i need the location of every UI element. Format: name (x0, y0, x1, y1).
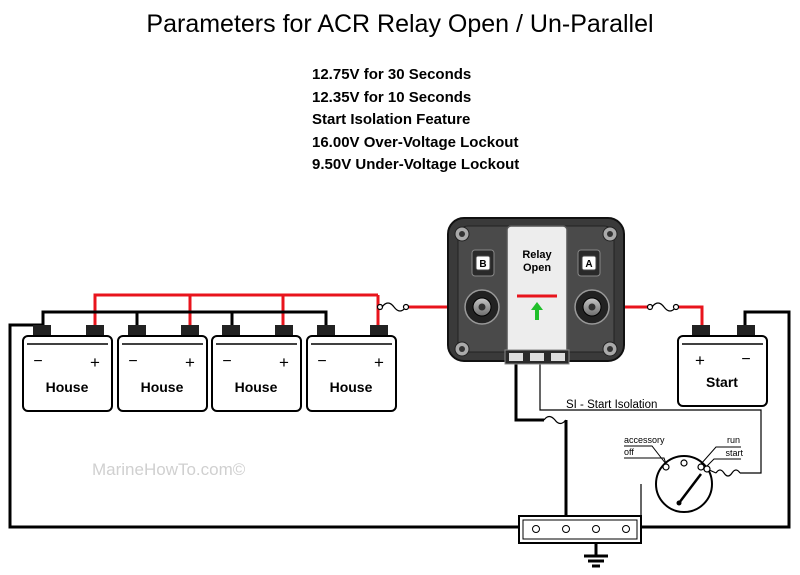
house-battery-2: − + House (117, 325, 208, 412)
parameter-item: 9.50V Under-Voltage Lockout (312, 156, 520, 173)
terminal-b-label: B (479, 259, 486, 270)
minus-symbol: − (741, 351, 750, 368)
start-negative-return (641, 310, 791, 529)
minus-symbol: − (317, 353, 326, 370)
house-battery-4: − + House (306, 325, 397, 412)
house-negative-return (8, 323, 519, 529)
si-label: SI - Start Isolation (566, 399, 657, 411)
battery-label: House (46, 379, 89, 395)
parameter-item: Start Isolation Feature (312, 111, 471, 128)
ignition-switch: accessory off run start (624, 435, 743, 513)
minus-symbol: − (128, 353, 137, 370)
acr-relay: Relay Open B A (447, 217, 625, 365)
battery-label: House (330, 379, 373, 395)
plus-symbol: + (374, 353, 384, 372)
minus-symbol: − (222, 353, 231, 370)
ignition-start-label: start (725, 448, 743, 458)
ignition-run-label: run (727, 435, 740, 445)
relay-ground-wire (514, 362, 568, 519)
parameter-item: 12.35V for 10 Seconds (312, 88, 472, 106)
relay-status-line1: Relay (522, 249, 552, 261)
terminal-a-label: A (585, 259, 592, 270)
watermark: MarineHowTo.com© (92, 460, 246, 479)
battery-label: Start (706, 374, 738, 390)
start-battery: + − Start (677, 325, 768, 407)
switch-lever (678, 473, 702, 504)
plus-symbol: + (90, 353, 100, 372)
parameter-item: 16.00V Over-Voltage Lockout (312, 133, 519, 151)
negative-jumper (232, 310, 328, 330)
fuse-symbol (543, 415, 567, 425)
relay-status-line2: Open (523, 262, 551, 274)
plus-symbol: + (185, 353, 195, 372)
ignition-accessory-label: accessory (624, 435, 665, 445)
plus-symbol: + (279, 353, 289, 372)
battery-label: House (141, 379, 184, 395)
minus-symbol: − (33, 353, 42, 370)
parameter-item: 12.75V for 30 Seconds (312, 66, 472, 83)
ground-bus-bar (518, 515, 642, 544)
diagram-title: Parameters for ACR Relay Open / Un-Paral… (146, 10, 654, 38)
ignition-off-label: off (624, 447, 634, 457)
negative-wiring (8, 310, 791, 568)
parameter-list: 12.75V for 30 Seconds 12.35V for 10 Seco… (312, 64, 519, 177)
negative-jumper (41, 310, 139, 330)
house-battery-1: − + House (22, 325, 113, 412)
up-arrow-icon (531, 302, 543, 320)
fuse-symbol (376, 302, 410, 312)
house-battery-3: − + House (211, 325, 302, 412)
battery-label: House (235, 379, 278, 395)
start-positive-wire (675, 305, 704, 330)
plus-symbol: + (695, 351, 705, 370)
fuse-symbol (646, 302, 680, 312)
